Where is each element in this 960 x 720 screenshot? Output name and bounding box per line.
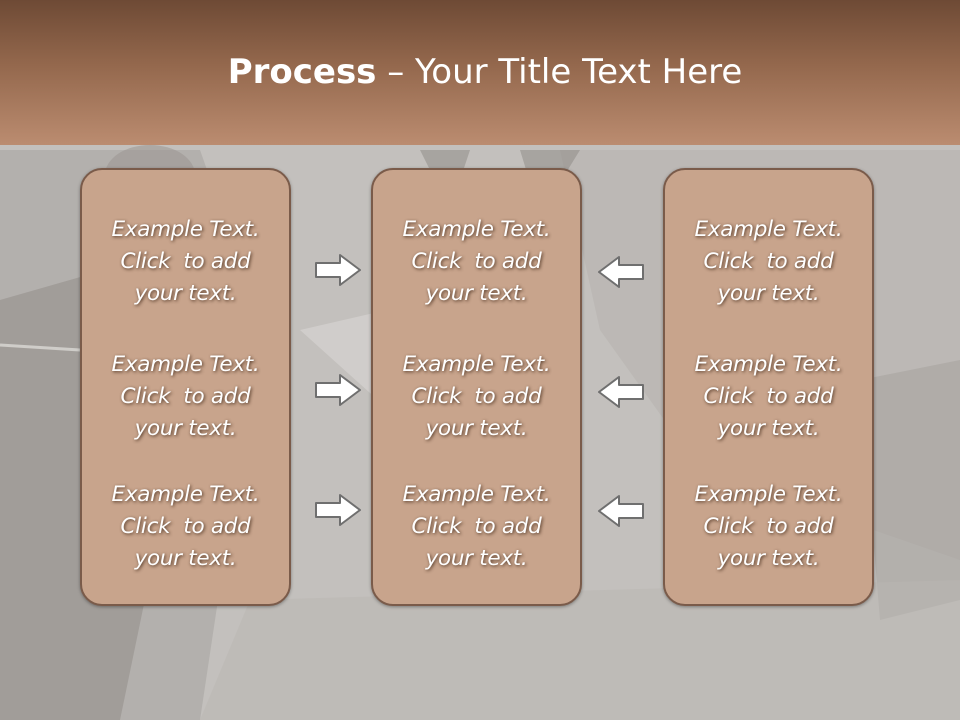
- text-line: your text.: [717, 546, 820, 571]
- text-line: your text.: [134, 416, 237, 441]
- process-box-left[interactable]: Example Text. Click to add your text. Exam…: [80, 168, 291, 606]
- process-box-middle[interactable]: Example Text. Click to add your text. Exam…: [371, 168, 582, 606]
- text-line: your text.: [717, 416, 820, 441]
- text-line: Click to add: [411, 514, 542, 539]
- text-line: Click to add: [411, 249, 542, 274]
- text-line: Example Text.: [694, 482, 843, 507]
- text-placeholder[interactable]: Example Text. Click to add your text.: [373, 479, 580, 575]
- process-box-right[interactable]: Example Text. Click to add your text. Exam…: [663, 168, 874, 606]
- right-arrow-icon: [315, 254, 361, 286]
- text-line: Example Text.: [694, 352, 843, 377]
- text-placeholder[interactable]: Example Text. Click to add your text.: [82, 479, 289, 575]
- text-line: Click to add: [703, 249, 834, 274]
- text-placeholder[interactable]: Example Text. Click to add your text.: [373, 214, 580, 310]
- text-line: Click to add: [411, 384, 542, 409]
- text-line: Example Text.: [694, 217, 843, 242]
- text-line: Example Text.: [402, 352, 551, 377]
- text-line: Click to add: [703, 514, 834, 539]
- text-line: Example Text.: [402, 482, 551, 507]
- slide-title[interactable]: Process – Your Title Text Here: [0, 52, 960, 92]
- text-line: your text.: [134, 281, 237, 306]
- text-placeholder[interactable]: Example Text. Click to add your text.: [82, 214, 289, 310]
- text-line: your text.: [134, 546, 237, 571]
- text-line: your text.: [425, 416, 528, 441]
- text-line: Click to add: [120, 514, 251, 539]
- text-line: Click to add: [120, 249, 251, 274]
- title-text: – Your Title Text Here: [376, 52, 743, 92]
- left-arrow-icon: [598, 376, 644, 408]
- right-arrow-icon: [315, 374, 361, 406]
- text-line: Example Text.: [111, 217, 260, 242]
- text-line: your text.: [717, 281, 820, 306]
- left-arrow-icon: [598, 256, 644, 288]
- left-arrow-icon: [598, 495, 644, 527]
- text-placeholder[interactable]: Example Text. Click to add your text.: [665, 349, 872, 445]
- text-placeholder[interactable]: Example Text. Click to add your text.: [665, 479, 872, 575]
- text-line: Example Text.: [402, 217, 551, 242]
- title-bold: Process: [227, 52, 377, 92]
- text-placeholder[interactable]: Example Text. Click to add your text.: [665, 214, 872, 310]
- text-placeholder[interactable]: Example Text. Click to add your text.: [82, 349, 289, 445]
- text-line: your text.: [425, 281, 528, 306]
- title-banner: [0, 0, 960, 145]
- text-line: your text.: [425, 546, 528, 571]
- text-line: Example Text.: [111, 482, 260, 507]
- text-line: Click to add: [120, 384, 251, 409]
- text-line: Example Text.: [111, 352, 260, 377]
- text-placeholder[interactable]: Example Text. Click to add your text.: [373, 349, 580, 445]
- text-line: Click to add: [703, 384, 834, 409]
- right-arrow-icon: [315, 494, 361, 526]
